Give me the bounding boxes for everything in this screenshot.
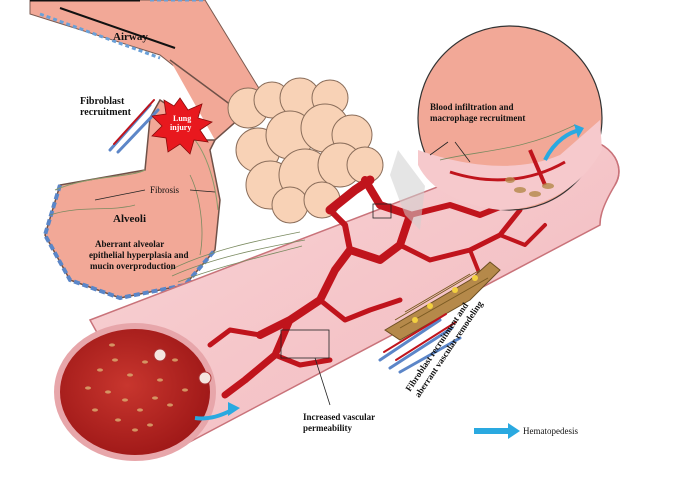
fibroblast-strands-red — [113, 99, 457, 361]
fibrosis-strands — [169, 231, 306, 283]
label-alveoli: Alveoli — [113, 213, 146, 225]
vessel-lumen — [54, 323, 216, 461]
airway-tube — [29, 0, 261, 113]
fibroblast-cluster — [384, 261, 501, 341]
zoom-box-large — [280, 329, 330, 359]
alveolar-sac-cluster — [227, 77, 384, 224]
legend: Hematopedesis — [474, 423, 578, 439]
legend-arrow-icon — [474, 423, 520, 439]
zoom-box-small — [372, 203, 392, 219]
lung-injury-burst — [151, 97, 213, 155]
label-airway: Airway — [113, 31, 148, 43]
hematopedesis-arrow — [194, 402, 240, 421]
leader-lines — [94, 141, 471, 406]
label-fibrosis: Fibrosis — [150, 185, 180, 195]
magnified-inset — [390, 25, 603, 230]
legend-label-hematopedesis: Hematopedesis — [523, 426, 578, 436]
capillary-network — [207, 162, 563, 399]
